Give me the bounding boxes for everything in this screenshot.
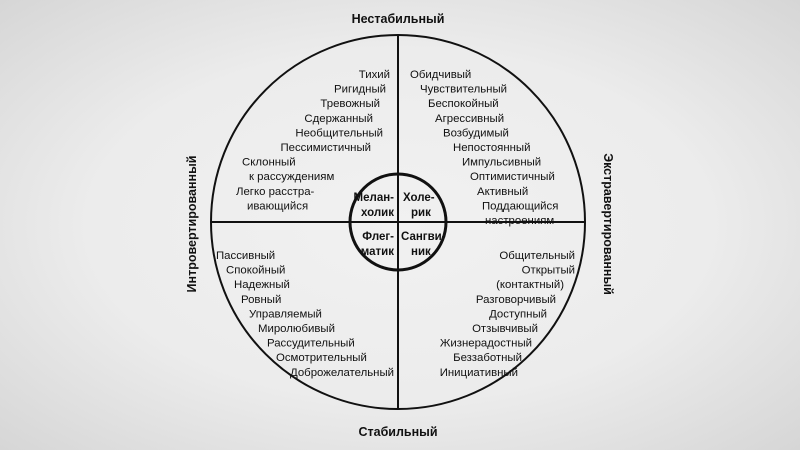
inner-circle xyxy=(348,172,448,272)
trait-melancholic: Сдержанный xyxy=(304,113,373,125)
trait-choleric: Оптимистичный xyxy=(470,171,555,183)
traits-phlegmatic: ПассивныйСпокойныйНадежныйРовныйУправляе… xyxy=(216,250,394,379)
traits-choleric: ОбидчивыйЧувствительныйБеспокойныйАгресс… xyxy=(410,69,558,227)
trait-melancholic: Тревожный xyxy=(320,98,380,110)
trait-melancholic: к рассуждениям xyxy=(249,171,334,183)
trait-phlegmatic: Миролюбивый xyxy=(258,323,335,335)
trait-sanguine: Беззаботный xyxy=(453,352,522,364)
axis-label-bottom: Стабильный xyxy=(358,425,437,439)
temperament-phlegmatic-line-1: Флег- xyxy=(362,231,394,243)
trait-melancholic: Ригидный xyxy=(334,84,386,96)
trait-melancholic: Тихий xyxy=(359,69,390,81)
trait-choleric: Обидчивый xyxy=(410,69,471,81)
trait-choleric: Импульсивный xyxy=(462,157,541,169)
trait-melancholic: Легко расстра- xyxy=(236,186,315,198)
traits-melancholic: ТихийРигидныйТревожныйСдержанныйНеобщите… xyxy=(236,69,390,212)
trait-choleric: Чувствительный xyxy=(420,84,507,96)
temperament-melancholic-line-2: холик xyxy=(361,207,394,219)
trait-phlegmatic: Надежный xyxy=(234,279,290,291)
trait-choleric: Активный xyxy=(477,186,528,198)
trait-sanguine: Жизнерадостный xyxy=(440,338,532,350)
trait-choleric: Возбудимый xyxy=(443,127,509,139)
temperament-phlegmatic-line-2: матик xyxy=(361,246,394,258)
trait-choleric: настроениям xyxy=(485,215,554,227)
trait-choleric: Беспокойный xyxy=(428,98,499,110)
trait-sanguine: Инициативный xyxy=(440,367,518,379)
trait-phlegmatic: Пассивный xyxy=(216,250,275,262)
trait-sanguine: Разговорчивый xyxy=(476,294,556,306)
trait-phlegmatic: Спокойный xyxy=(226,265,285,277)
trait-phlegmatic: Осмотрительный xyxy=(276,352,367,364)
trait-phlegmatic: Ровный xyxy=(241,294,281,306)
trait-choleric: Поддающийся xyxy=(482,200,558,212)
trait-choleric: Непостоянный xyxy=(453,142,530,154)
temperament-choleric-line-1: Холе- xyxy=(403,192,435,204)
temperament-sanguine-line-1: Сангви- xyxy=(401,231,446,243)
axis-label-top: Нестабильный xyxy=(352,12,445,26)
trait-sanguine: Отзывчивый xyxy=(472,323,538,335)
trait-sanguine: Общительный xyxy=(499,250,575,262)
trait-sanguine: (контактный) xyxy=(496,279,564,291)
temperament-melancholic-line-1: Мелан- xyxy=(354,192,395,204)
trait-melancholic: Необщительный xyxy=(295,127,383,139)
trait-phlegmatic: Доброжелательный xyxy=(290,367,394,379)
temperament-choleric-line-2: рик xyxy=(411,207,431,219)
trait-choleric: Агрессивный xyxy=(435,113,504,125)
trait-melancholic: Пессимистичный xyxy=(280,142,371,154)
trait-sanguine: Доступный xyxy=(489,308,547,320)
trait-phlegmatic: Управляемый xyxy=(249,308,322,320)
temperament-sanguine-line-2: ник xyxy=(411,246,431,258)
trait-sanguine: Открытый xyxy=(522,265,575,277)
axis-label-left: Интровертированный xyxy=(185,156,199,293)
trait-melancholic: ивающийся xyxy=(247,200,308,212)
trait-melancholic: Склонный xyxy=(242,157,296,169)
trait-phlegmatic: Рассудительный xyxy=(267,338,355,350)
axis-label-right: Экстравертированный xyxy=(601,153,615,295)
